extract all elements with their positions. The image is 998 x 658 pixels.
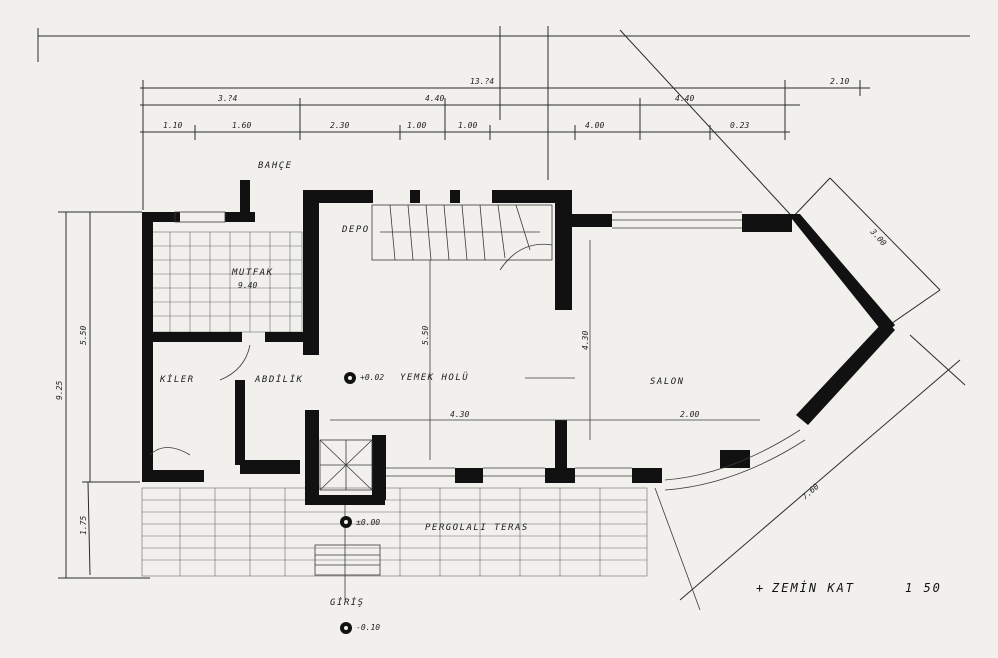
room-label-bathroom: ABDİLİK bbox=[254, 374, 303, 385]
room-label-hall: YEMEK HOLÜ bbox=[400, 372, 469, 383]
top-dimension-lines bbox=[37, 26, 970, 210]
room-label-salon: SALON bbox=[650, 377, 685, 387]
dim-hall-depth: 5.50 bbox=[421, 326, 430, 345]
level-hall: +0.02 bbox=[360, 373, 384, 382]
entrance-hatch bbox=[319, 439, 373, 491]
room-label-entrance: GİRİŞ bbox=[330, 597, 365, 608]
room-label-storage: DEPO bbox=[341, 225, 370, 235]
diagonal-dimension-lines bbox=[619, 29, 966, 611]
dim-depth-1: 5.50 bbox=[79, 326, 88, 345]
interior-lines bbox=[149, 240, 760, 600]
dim-salon-width: 2.00 bbox=[680, 410, 699, 419]
dim-right-extent: 2.10 bbox=[830, 77, 849, 86]
dim-d4: 1.00 bbox=[407, 121, 426, 130]
staircase bbox=[371, 204, 553, 271]
dim-d7: 0.23 bbox=[730, 121, 749, 130]
dim-d1: 1.10 bbox=[163, 121, 182, 130]
title-block: + ZEMİN KAT 1 50 bbox=[756, 580, 942, 595]
dim-d5: 1.00 bbox=[458, 121, 477, 130]
level-markers bbox=[340, 372, 356, 634]
dim-d3: 2.30 bbox=[330, 121, 349, 130]
dim-bay-width: 3.00 bbox=[868, 227, 888, 248]
dim-diag-length: 7.60 bbox=[800, 482, 820, 502]
room-labels: BAHÇE MUTFAK 9.40 DEPO KİLER ABDİLİK YEM… bbox=[159, 161, 685, 608]
drawing-scale: 1 50 bbox=[905, 581, 942, 595]
level-ground: -0.10 bbox=[356, 623, 380, 632]
dim-overall-width: 13.?4 bbox=[470, 77, 494, 86]
room-label-kitchen-sub: 9.40 bbox=[238, 281, 257, 290]
level-labels: +0.02 ±0.00 -0.10 bbox=[356, 373, 384, 632]
drawing-title-mark: + bbox=[756, 581, 765, 595]
kitchen-tile-grid bbox=[151, 231, 303, 333]
dim-seg-a: 3.?4 bbox=[217, 94, 237, 103]
dim-seg-c: 4.40 bbox=[675, 94, 694, 103]
dim-d2: 1.60 bbox=[232, 121, 251, 130]
level-entrance: ±0.00 bbox=[356, 518, 380, 527]
drawing-title: ZEMİN KAT bbox=[771, 580, 855, 595]
room-label-terrace: PERGOLALI TERAS bbox=[425, 523, 529, 533]
walls bbox=[142, 180, 895, 505]
pergola-terrace-grid bbox=[141, 487, 648, 577]
dim-seg-b: 4.40 bbox=[425, 94, 444, 103]
room-label-kitchen: MUTFAK bbox=[231, 268, 274, 278]
room-label-cellar: KİLER bbox=[159, 374, 195, 385]
dim-hall-width: 4.30 bbox=[450, 410, 469, 419]
room-label-garden: BAHÇE bbox=[258, 161, 293, 171]
windows bbox=[174, 211, 806, 491]
dim-d6: 4.00 bbox=[585, 121, 604, 130]
dim-salon-depth: 4.30 bbox=[581, 331, 590, 350]
dimension-labels: 13.?4 2.10 3.?4 4.40 4.40 1.10 1.60 2.30… bbox=[55, 77, 888, 535]
dim-depth-2: 1.75 bbox=[79, 516, 88, 535]
left-dimension-lines bbox=[58, 211, 150, 579]
dim-total-depth: 9.25 bbox=[55, 381, 64, 400]
